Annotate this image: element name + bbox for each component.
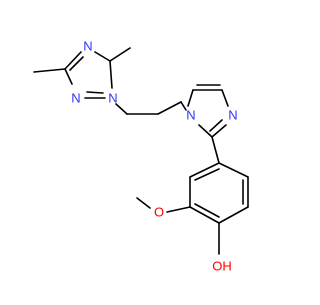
bond-c5-n1 <box>109 60 113 89</box>
bond-b1-b2-double <box>194 168 220 181</box>
triazole-ring-bonds <box>64 51 113 99</box>
benzene-ring-bonds <box>189 162 249 224</box>
bond-c2i-n1i <box>198 124 213 138</box>
bond-imid-benzene <box>211 136 220 164</box>
bond-n3i-c2i <box>211 124 227 138</box>
bond-c3-n4-double <box>69 56 84 71</box>
atom-n-triazole-right: N <box>108 91 117 106</box>
bond-n3i-c2i-double <box>209 119 223 132</box>
bond-b3-o <box>166 206 191 213</box>
structure-canvas: N N N N N O OH <box>33 39 249 274</box>
bond-c5-methyl <box>109 47 131 62</box>
atom-oh-group: OH <box>212 259 232 274</box>
bond-n1-ch2a <box>115 103 128 115</box>
bond-n4-c5 <box>94 51 111 62</box>
molecule-structure: N N N N N O OH <box>33 39 249 274</box>
bond-n1-n2-double <box>86 91 104 94</box>
bond-b1-b2 <box>189 162 220 178</box>
atom-o-methoxy: O <box>154 205 164 220</box>
bond-o-ch3 <box>136 197 151 209</box>
imidazole-ring-bonds <box>187 84 229 138</box>
atom-n-imidazole-right: N <box>228 108 237 123</box>
bond-c4i-n3i <box>221 89 229 107</box>
atom-n-triazole-left: N <box>71 91 80 106</box>
atom-n-triazole-top: N <box>83 39 92 54</box>
bond-b6-b1 <box>218 162 249 178</box>
atom-n-imidazole-left: N <box>186 108 195 123</box>
bond-ch2b-ch2c <box>157 101 182 115</box>
bond-c3-n2 <box>64 68 73 85</box>
bond-ch2c-n-imid <box>180 101 187 111</box>
bond-c3-n4 <box>64 51 82 70</box>
bond-b4-b5 <box>218 206 249 224</box>
bond-n1i-c5i <box>187 89 194 107</box>
bond-b3-b4 <box>189 206 220 224</box>
bond-b3-b4-double <box>194 203 220 218</box>
bond-c3-methyl <box>33 68 66 73</box>
